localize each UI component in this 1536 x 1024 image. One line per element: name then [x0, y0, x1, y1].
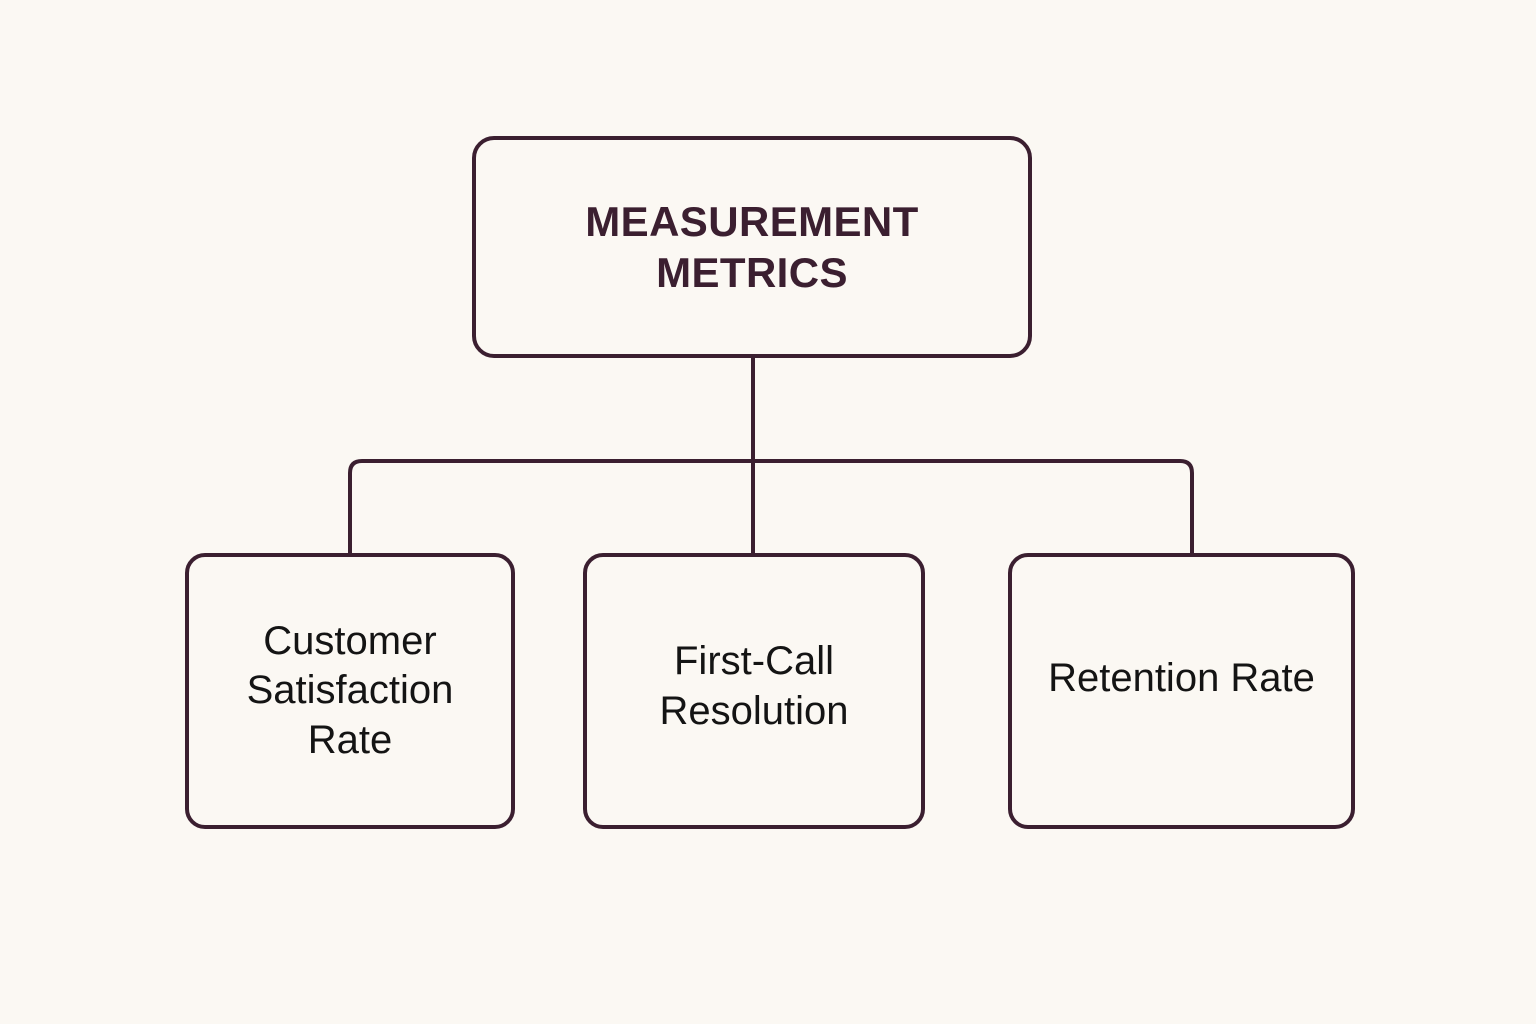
node-retention-rate[interactable]: Retention Rate	[1008, 553, 1355, 829]
node-first-call-resolution[interactable]: First-Call Resolution	[583, 553, 925, 829]
node-label-retention-rate: Retention Rate	[1048, 656, 1315, 701]
node-label-measurement-metrics: MEASUREMENT METRICS	[585, 197, 919, 296]
node-measurement-metrics[interactable]: MEASUREMENT METRICS	[472, 136, 1032, 358]
connector-branch-customer-satisfaction-rate	[348, 459, 753, 553]
node-label-customer-satisfaction-rate: Customer Satisfaction Rate	[246, 618, 454, 762]
connector-branch-retention-rate	[753, 459, 1194, 553]
node-customer-satisfaction-rate[interactable]: Customer Satisfaction Rate	[185, 553, 515, 829]
node-label-first-call-resolution: First-Call Resolution	[659, 639, 849, 733]
